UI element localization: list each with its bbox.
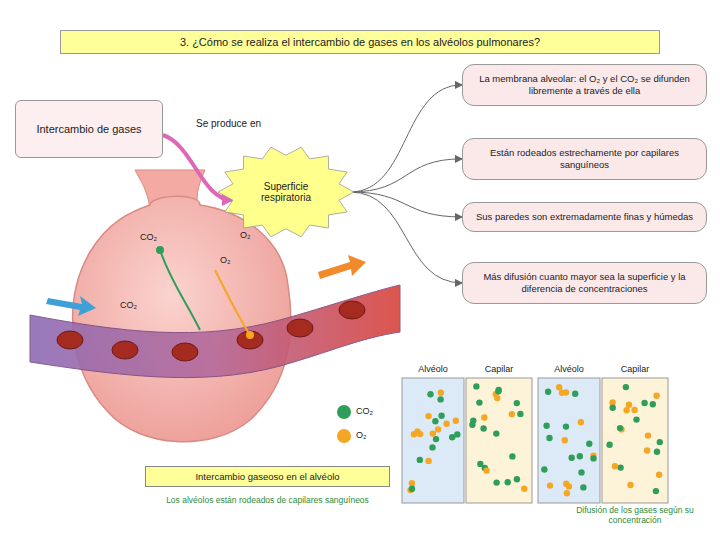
feature-box: Están rodeados estrechamente por capilar… (462, 138, 707, 180)
node-text: Sus paredes son extremadamente finas y h… (473, 211, 696, 223)
text-label: Difusión de los gases según su concentra… (560, 506, 710, 526)
diffusion-panels (402, 378, 668, 503)
gas-molecule-dots (407, 383, 663, 496)
text-label: CO₂ (120, 300, 150, 310)
text-label: Capilar (467, 364, 531, 374)
node-text: La membrana alveolar: el O₂ y el CO₂ se … (473, 73, 696, 97)
text-label: Alvéolo (403, 364, 463, 374)
text-label: O₂ (240, 230, 264, 240)
connector (350, 159, 462, 192)
text-label: CO₂ (140, 232, 170, 242)
node-text: Intercambio de gases (36, 123, 141, 135)
blood-out-arrow (318, 255, 366, 279)
caption: Los alvéolos están rodeados de capilares… (150, 496, 385, 506)
red-blood-cells (57, 301, 365, 361)
text-label: Alvéolo (539, 364, 599, 374)
alveolus-sac (73, 196, 291, 441)
text-label: O₂ (220, 255, 244, 265)
feature-box: Sus paredes son extremadamente finas y h… (462, 202, 707, 232)
gas-paths (156, 246, 254, 339)
connector (350, 192, 462, 283)
legend-swatch (337, 405, 351, 419)
blood-in-arrow (46, 296, 96, 316)
node-text: Están rodeados estrechamente por capilar… (473, 147, 696, 171)
legend-text: O₂ (356, 430, 390, 440)
text-label: Se produce en (196, 118, 286, 130)
topic-box: Intercambio de gases (15, 100, 163, 158)
legend-swatch (337, 429, 351, 443)
title-banner: 3. ¿Cómo se realiza el intercambio de ga… (60, 30, 660, 54)
legend-text: CO₂ (356, 406, 390, 416)
connector (350, 85, 462, 192)
node-text: Más difusión cuanto mayor sea la superfi… (473, 271, 696, 295)
connector (350, 192, 462, 217)
text-label: Capilar (603, 364, 667, 374)
feature-box: La membrana alveolar: el O₂ y el CO₂ se … (462, 64, 707, 106)
node-text: Intercambio gaseoso en el alvéolo (154, 471, 381, 482)
figure-title-box: Intercambio gaseoso en el alvéolo (145, 466, 390, 487)
feature-box: Más difusión cuanto mayor sea la superfi… (462, 262, 707, 304)
starburst: Superficie respiratoria (218, 146, 354, 238)
node-text: Superficie respiratoria (244, 181, 328, 203)
capillary (30, 285, 400, 378)
